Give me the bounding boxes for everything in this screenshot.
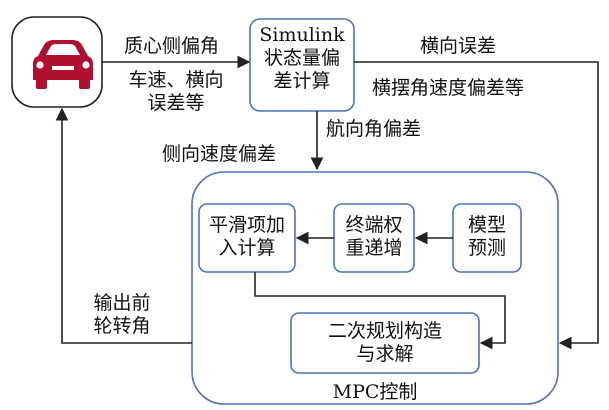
terminal-line-2: 重递增: [345, 237, 403, 259]
edge-label-yaw-rate: 横摆角速度偏差等: [372, 77, 525, 99]
predict-line-1: 模型: [467, 214, 506, 236]
edge-label-speed-lateral-2: 误差等: [147, 92, 205, 114]
predict-line-2: 预测: [467, 237, 506, 259]
qp-line-1: 二次规划构造: [327, 320, 442, 342]
edge-simulink-to-mpc-right: [354, 61, 599, 350]
mpc-title: MPC控制: [332, 381, 418, 403]
smooth-line-2: 入计算: [218, 237, 276, 259]
edge-label-front-wheel-2: 轮转角: [93, 315, 151, 337]
edge-label-speed-lateral: 车速、横向 误差等: [116, 69, 236, 115]
edge-label-front-wheel: 输出前 轮转角: [70, 292, 174, 338]
terminal-line-1: 终端权: [345, 214, 403, 236]
qp-line-2: 与求解: [356, 343, 414, 365]
simulink-line-2: 状态量偏: [263, 47, 340, 69]
qp-box: [290, 312, 480, 374]
smooth-label: 平滑项加 入计算: [199, 214, 295, 260]
edge-label-speed-lateral-1: 车速、横向: [128, 69, 224, 91]
simulink-label: Simulink 状态量偏 差计算: [250, 24, 354, 93]
edge-label-heading: 航向角偏差: [326, 118, 422, 140]
predict-label: 模型 预测: [453, 214, 521, 260]
smooth-box: [198, 203, 296, 273]
edge-label-lateral-error: 横向误差: [420, 35, 497, 57]
edge-label-centroid-slip: 质心侧偏角: [124, 35, 220, 57]
car-icon: [11, 16, 103, 108]
smooth-line-1: 平滑项加: [208, 214, 285, 236]
edge-mpc-to-car: [55, 107, 192, 344]
edge-label-lateral-speed: 侧向速度偏差: [162, 143, 277, 165]
terminal-label: 终端权 重递增: [334, 214, 414, 260]
qp-label: 二次规划构造 与求解: [291, 320, 479, 366]
simulink-line-3: 差计算: [273, 70, 331, 92]
simulink-line-1: Simulink: [259, 24, 345, 46]
edge-label-front-wheel-1: 输出前: [93, 292, 151, 314]
edge-smooth-to-qp: [254, 272, 506, 350]
